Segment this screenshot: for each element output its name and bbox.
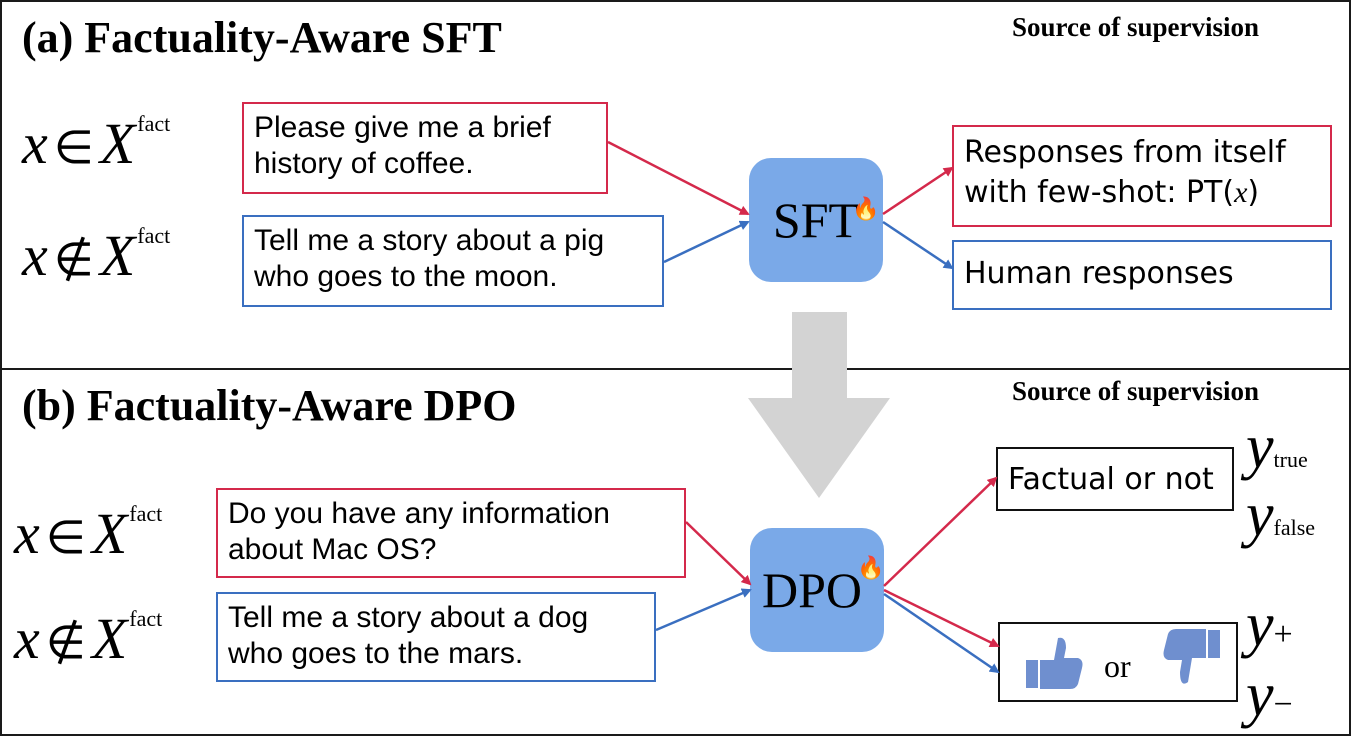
panel-a-row2-math: x∉Xfact	[22, 223, 171, 288]
panel-b-row2-math: x∉Xfact	[14, 606, 163, 671]
panel-b	[0, 368, 1351, 736]
self-responses-line1: Responses from itself	[964, 135, 1286, 170]
y-false-label: yfalse	[1246, 481, 1316, 549]
flame-icon: 🔥	[857, 555, 885, 580]
thumbs-down-icon	[1163, 629, 1220, 684]
arrow-a-nonfactual-in	[663, 220, 750, 264]
panel-b-title: (b) Factuality-Aware DPO	[22, 381, 517, 430]
y-true-label: ytrue	[1246, 413, 1308, 481]
panel-b-preference-box: or	[998, 622, 1238, 702]
panel-a-row1-math: x∈Xfact	[22, 111, 171, 176]
arrow-b-pref-blue	[883, 592, 1000, 674]
dpo-model-label: DPO	[761, 562, 863, 618]
arrow-a-factual-in	[607, 140, 750, 216]
arrow-a-factual-out	[882, 166, 954, 216]
arrow-b-nonfactual-in	[655, 588, 752, 632]
or-label: or	[1104, 648, 1131, 684]
panel-a-title: (a) Factuality-Aware SFT	[22, 13, 502, 62]
panel-a-factual-prompt: Please give me a brief history of coffee…	[242, 102, 608, 194]
panel-b-nonfactual-prompt: Tell me a story about a dog who goes to …	[216, 592, 656, 682]
arrow-b-factual-out	[883, 476, 998, 587]
panel-b-row1-math: x∈Xfact	[14, 501, 163, 566]
gray-down-arrow-shape	[748, 312, 890, 498]
panel-b-factual-prompt: Do you have any information about Mac OS…	[216, 488, 686, 578]
sft-model-box: SFT	[749, 158, 883, 282]
arrow-a-nonfactual-out	[882, 220, 954, 270]
panel-a-source-label: Source of supervision	[1012, 12, 1260, 42]
arrow-b-pref-red	[883, 588, 1000, 648]
sft-model-label: SFT	[772, 192, 860, 248]
arrow-b-factual-in	[685, 521, 752, 586]
panel-b-source-label: Source of supervision	[1012, 376, 1260, 406]
y-plus-label: y+	[1246, 591, 1293, 659]
thumbs-up-icon	[1026, 637, 1083, 689]
panel-a-human-responses: Human responses	[952, 240, 1332, 310]
self-responses-line2: with few-shot: PT(x)	[964, 175, 1260, 210]
panel-a-self-responses: Responses from itself with few-shot: PT(…	[952, 125, 1332, 227]
panel-a-nonfactual-prompt: Tell me a story about a pig who goes to …	[242, 215, 664, 307]
y-minus-label: y−	[1246, 661, 1293, 729]
flame-icon: 🔥	[852, 196, 880, 221]
dpo-model-box: DPO	[750, 528, 884, 652]
panel-b-factual-judgement: Factual or not	[996, 447, 1234, 511]
